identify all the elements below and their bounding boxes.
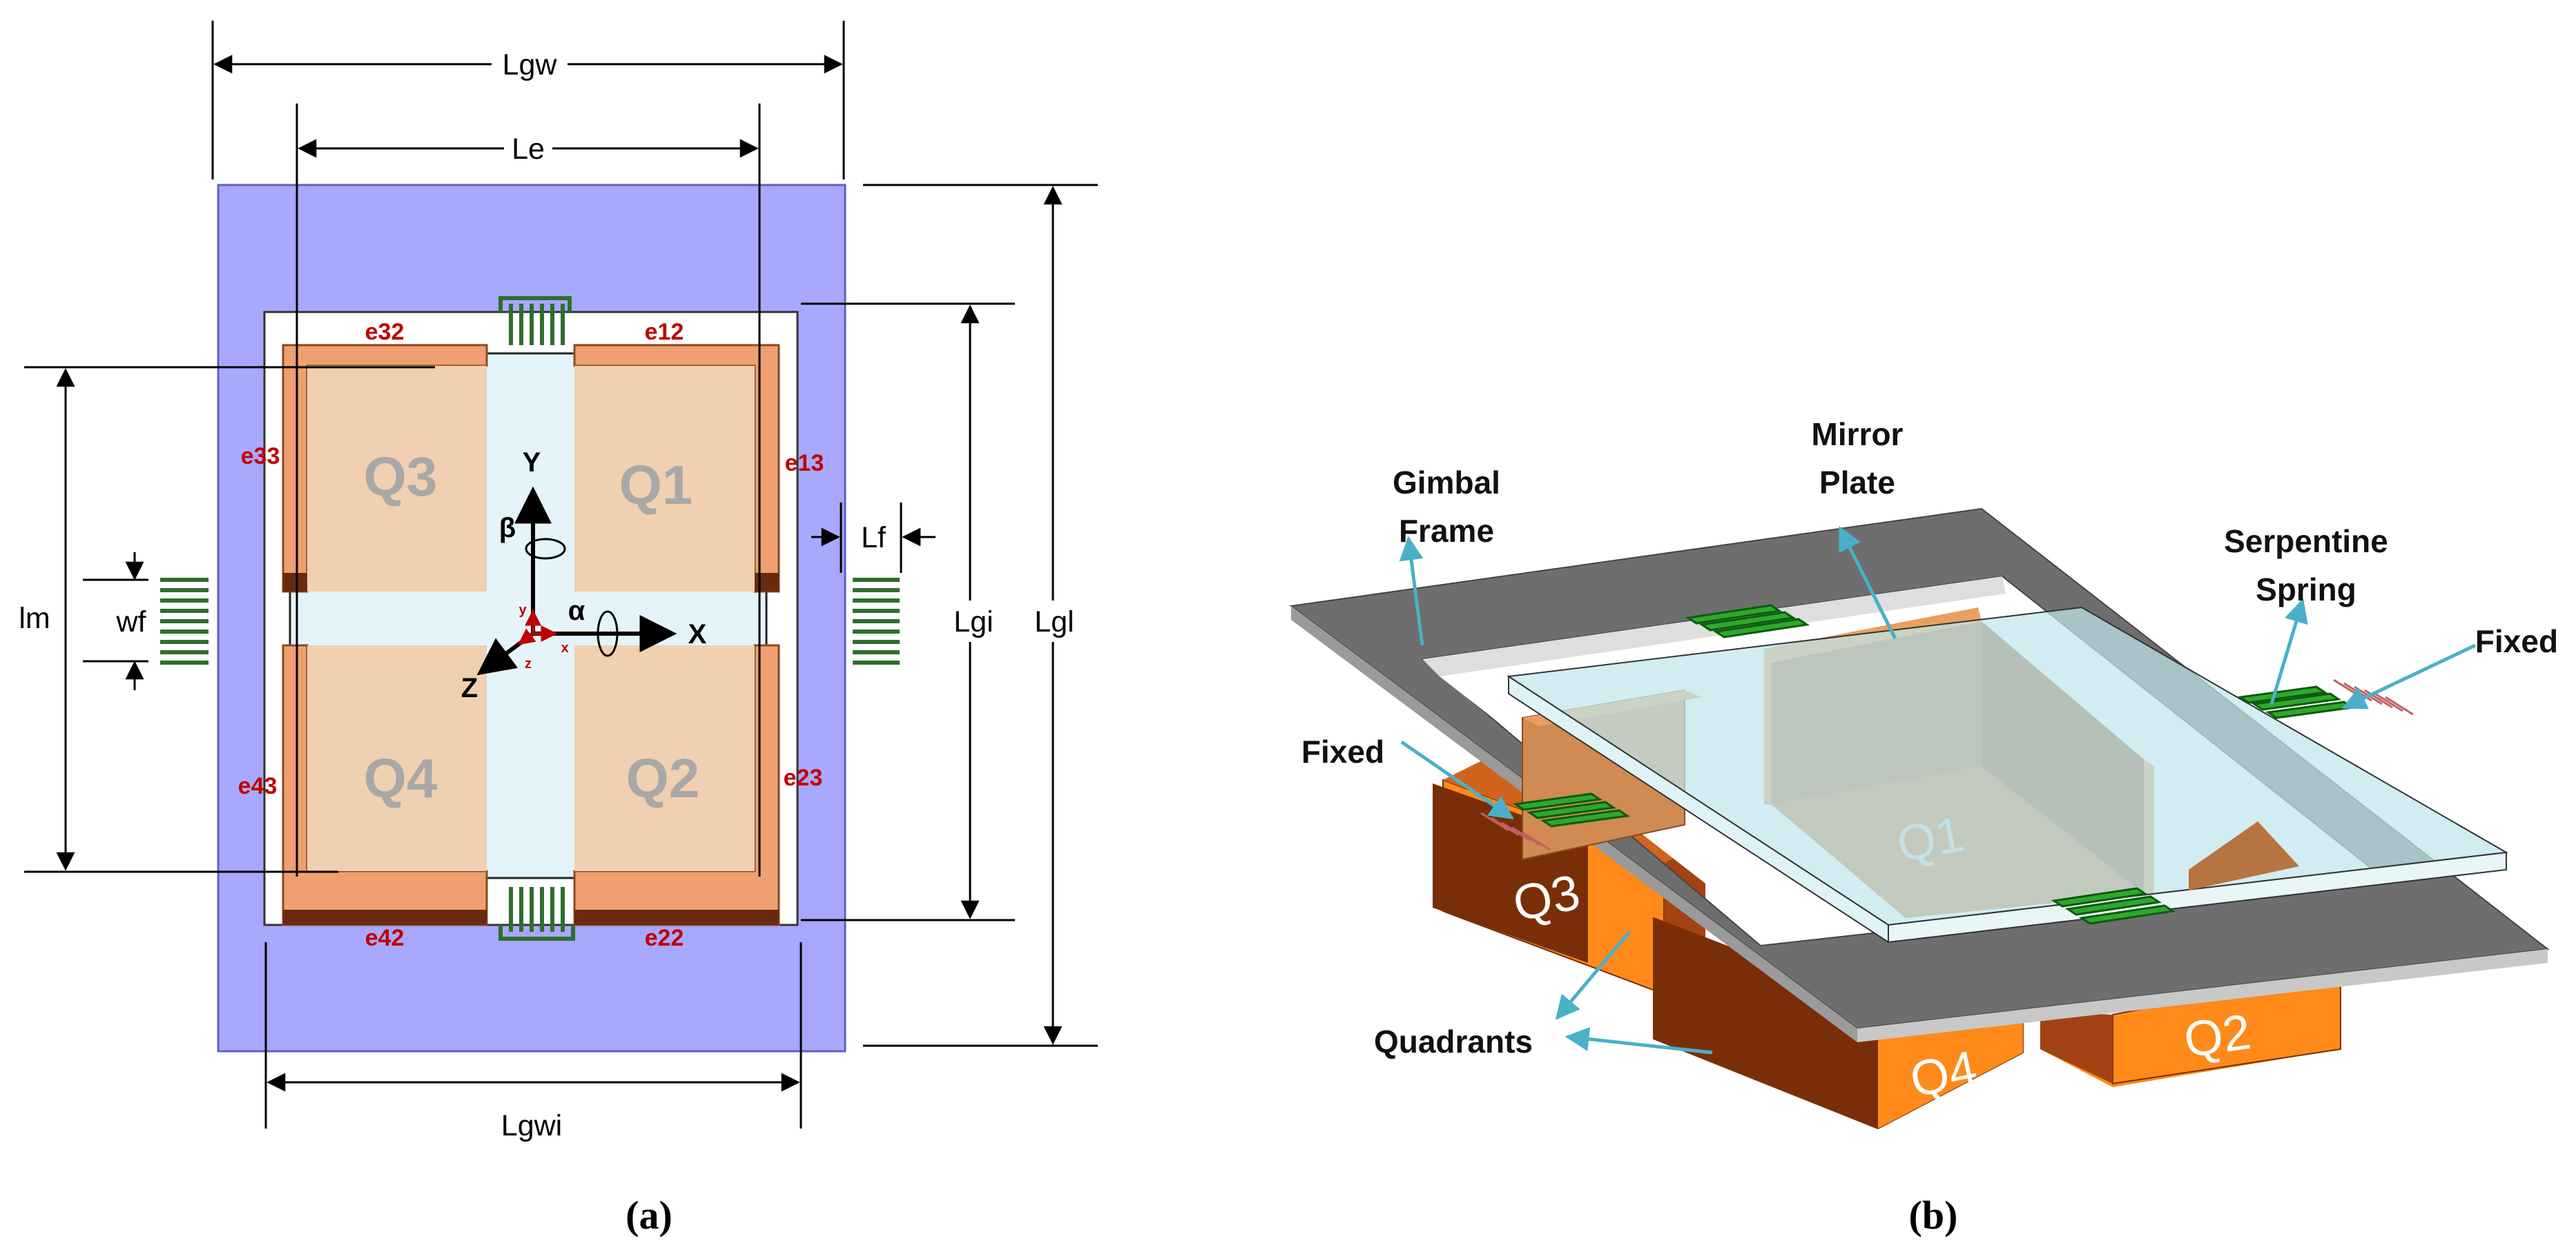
label-gimbal-frame-1: Gimbal (1393, 465, 1500, 500)
label-fixed-left: Fixed (1301, 734, 1384, 770)
dim-label-lm: lm (19, 602, 50, 635)
axis-label-small-y: y (519, 603, 527, 618)
callout-arrows (1399, 525, 2477, 1055)
label-mirror-plate-2: Plate (1819, 465, 1895, 500)
quadrant-label-q4-3d: Q4 (1906, 1040, 1982, 1108)
spring-right-3d (2237, 685, 2356, 719)
gimbal-frame-side-right (1857, 949, 2548, 1042)
spring-bottom-3d (2051, 887, 2176, 925)
quadrant-q2-box (2040, 968, 2341, 1087)
callout-arrow-serpentine (2269, 598, 2308, 705)
panel-a-top-view: Lgw Le Lgl Lgi lm wf Lf Lgwi e32 e12 e33… (10, 21, 1098, 1238)
spring-bottom (498, 887, 575, 941)
spring-top-3d (1685, 604, 1810, 638)
caption-b: (b) (1909, 1193, 1958, 1238)
spring-left-3d (1512, 792, 1631, 828)
rotation-arrows (525, 538, 619, 657)
panel-b-3d-view: Q1 Q3 Q4 Q2 (1289, 416, 2558, 1238)
electrode-shadow-bottom-right (574, 910, 779, 925)
label-gimbal-frame-2: Frame (1399, 513, 1494, 549)
electrode-shadow-bottom-left (283, 910, 487, 925)
axis-label-small-z: z (525, 656, 532, 672)
dim-label-le: Le (512, 133, 545, 166)
quadrant-label-q4: Q4 (364, 748, 438, 809)
axis-label-small-x: x (561, 641, 568, 656)
quadrant-label-q3-3d: Q3 (1509, 864, 1585, 932)
electrode-shadow-left-top (283, 573, 307, 592)
rotation-beta-icon (525, 538, 566, 560)
dim-label-lf: Lf (861, 521, 887, 554)
extension-lines (24, 21, 1098, 1129)
callout-arrow-quadrants-1 (1555, 930, 1631, 1020)
electrode-label-e43: e43 (238, 773, 278, 799)
electrode-label-e13: e13 (785, 450, 824, 476)
fixed-hatch-left (1480, 812, 1551, 851)
electrode-label-e32: e32 (365, 319, 405, 345)
electrode-shadow-right-top (755, 573, 779, 592)
spring-left (160, 578, 209, 665)
rotation-alpha-icon (597, 610, 619, 657)
label-mirror-plate-1: Mirror (1812, 416, 1904, 452)
dim-label-lgw: Lgw (503, 48, 558, 81)
quadrant-label-q2-3d: Q2 (2181, 1004, 2254, 1068)
axis-label-alpha: α (568, 596, 585, 626)
electrode-label-e23: e23 (784, 765, 823, 791)
quadrant-pad-q2 (574, 645, 755, 871)
callout-arrow-quadrants-2 (1565, 1027, 1713, 1055)
electrode-label-e42: e42 (365, 925, 405, 951)
dim-label-lgi: Lgi (953, 605, 993, 638)
quadrant-label-q1: Q1 (619, 454, 693, 516)
axis-label-beta: β (499, 513, 516, 543)
quadrant-label-q3: Q3 (364, 446, 438, 507)
spring-top (498, 296, 572, 345)
quadrant-pad-q3 (307, 366, 487, 592)
callout-arrow-mirror (1838, 525, 1897, 640)
serpentine-springs (160, 296, 900, 941)
small-axes (518, 609, 558, 645)
axis-label-z: Z (461, 673, 478, 703)
dim-label-lgwi: Lgwi (501, 1109, 562, 1142)
spring-right (853, 578, 900, 665)
quadrant-pad-q1 (574, 366, 755, 592)
electrode-label-e22: e22 (645, 925, 684, 951)
callout-arrow-fixed-left (1400, 740, 1514, 820)
callout-arrow-fixed-right (2341, 643, 2477, 710)
electrode-label-e33: e33 (241, 443, 280, 469)
springs-3d (1512, 604, 2356, 925)
dim-label-lgl: Lgl (1034, 605, 1074, 638)
dim-label-wf: wf (116, 605, 147, 638)
axis-label-y: Y (523, 447, 541, 478)
caption-a: (a) (626, 1193, 672, 1238)
label-quadrants: Quadrants (1374, 1024, 1533, 1060)
axis-label-x: X (688, 619, 707, 650)
label-serpentine-2: Spring (2256, 572, 2356, 607)
label-fixed-right: Fixed (2475, 623, 2558, 659)
electrode-label-e12: e12 (645, 319, 684, 345)
callout-arrow-gimbal (1399, 536, 1424, 646)
quadrant-label-q2: Q2 (626, 748, 700, 809)
quadrant-q2-cup (2189, 821, 2299, 890)
label-serpentine-1: Serpentine (2224, 523, 2388, 559)
quadrant-pad-q4 (307, 645, 487, 871)
